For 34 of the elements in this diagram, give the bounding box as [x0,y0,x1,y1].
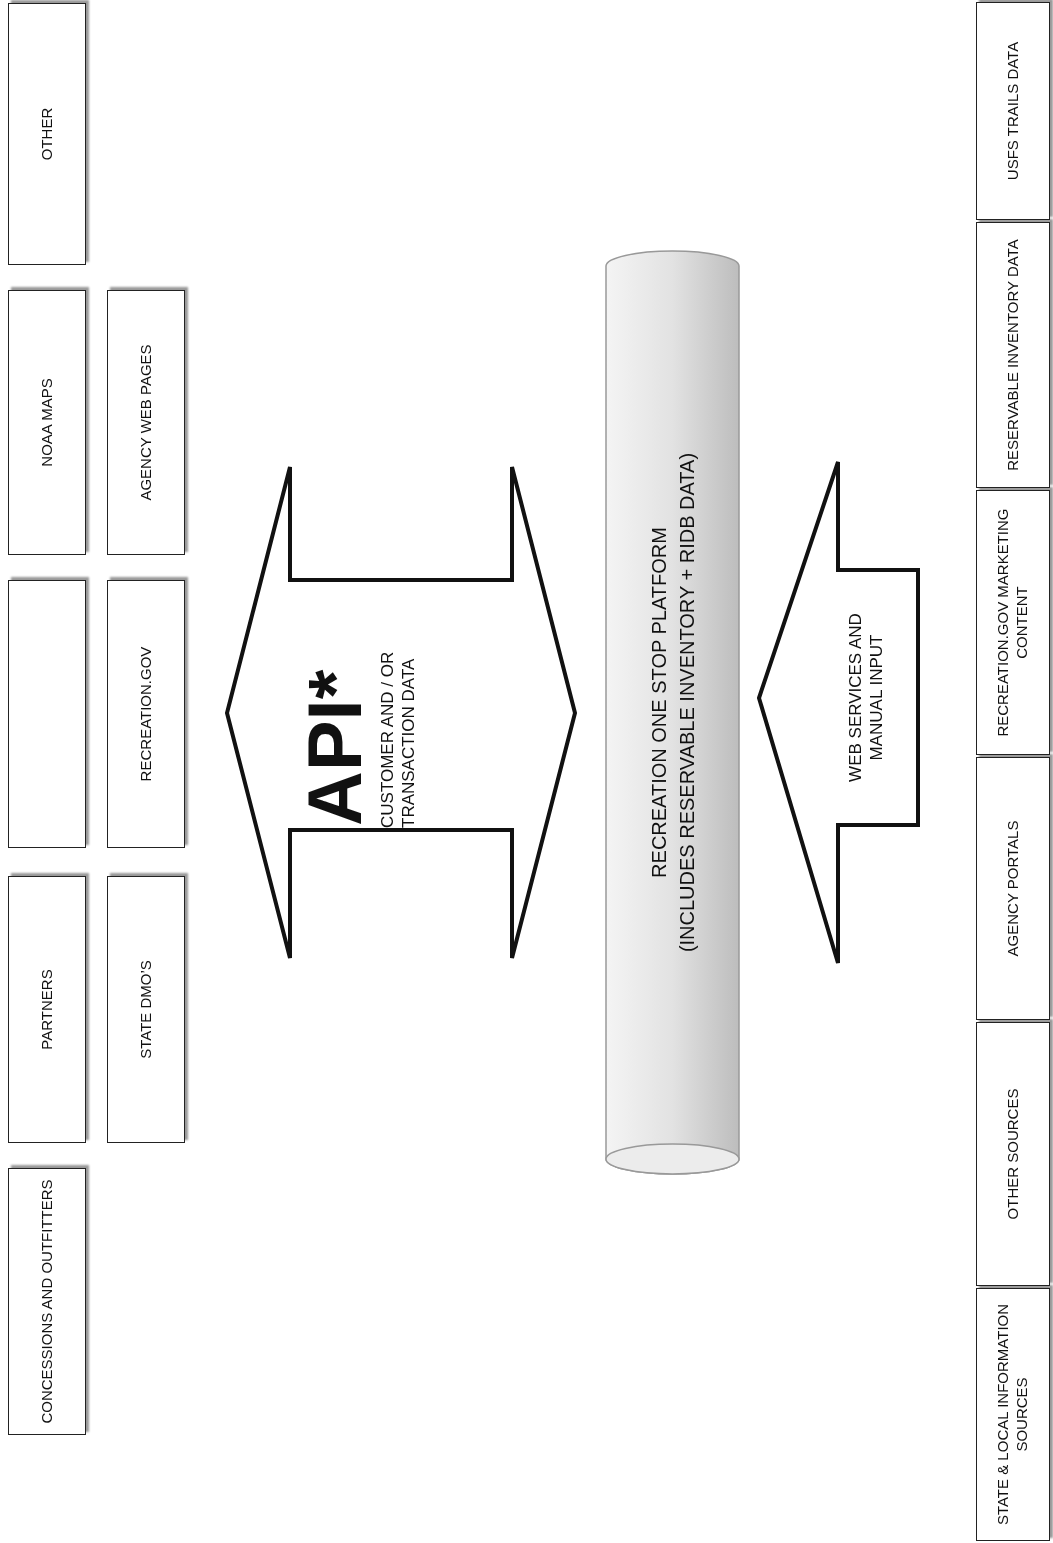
platform-label: RECREATION ONE STOP PLATFORM [646,526,671,880]
source-box [107,876,185,1143]
platform-label: (INCLUDES RESERVABLE INVENTORY + RIDB DATA) [674,451,699,955]
box-label: USFS TRAILS DATA [1003,40,1022,183]
box-label: RECREATION.GOV [136,645,155,784]
edge-label: API* [297,668,373,828]
source-box [976,757,1050,1020]
box-label: STATE DMO’S [136,959,155,1061]
source-box [8,580,86,848]
box-label: RESERVABLE INVENTORY DATA [1003,238,1022,473]
source-box [107,290,185,555]
box-label: AGENCY PORTALS [1003,819,1022,959]
source-box [8,1168,86,1435]
source-box [976,222,1050,488]
source-box [976,1022,1050,1286]
block-arrow [756,460,920,965]
arrow-caption: CUSTOMER AND / OR TRANSACTION DATA [377,650,420,830]
source-box [976,490,1050,755]
box-label: CONCESSIONS AND OUTFITTERS [37,1178,56,1426]
box-label: NOAA MAPS [37,377,56,469]
source-box [8,290,86,555]
box-label: PARTNERS [37,968,56,1052]
box-label: OTHER SOURCES [1003,1087,1022,1222]
source-box [976,2,1050,220]
source-box [107,580,185,848]
source-box [8,3,86,265]
source-box [8,876,86,1143]
edge-label: WEB SERVICES AND MANUAL INPUT [845,612,888,784]
block-arrow [224,465,578,960]
source-box [976,1288,1050,1541]
box-label: STATE & LOCAL INFORMATION SOURCES [994,1302,1031,1528]
box-label: RECREATION.GOV MARKETING CONTENT [994,507,1031,739]
box-label: OTHER [37,106,56,163]
box-label: AGENCY WEB PAGES [136,343,155,503]
